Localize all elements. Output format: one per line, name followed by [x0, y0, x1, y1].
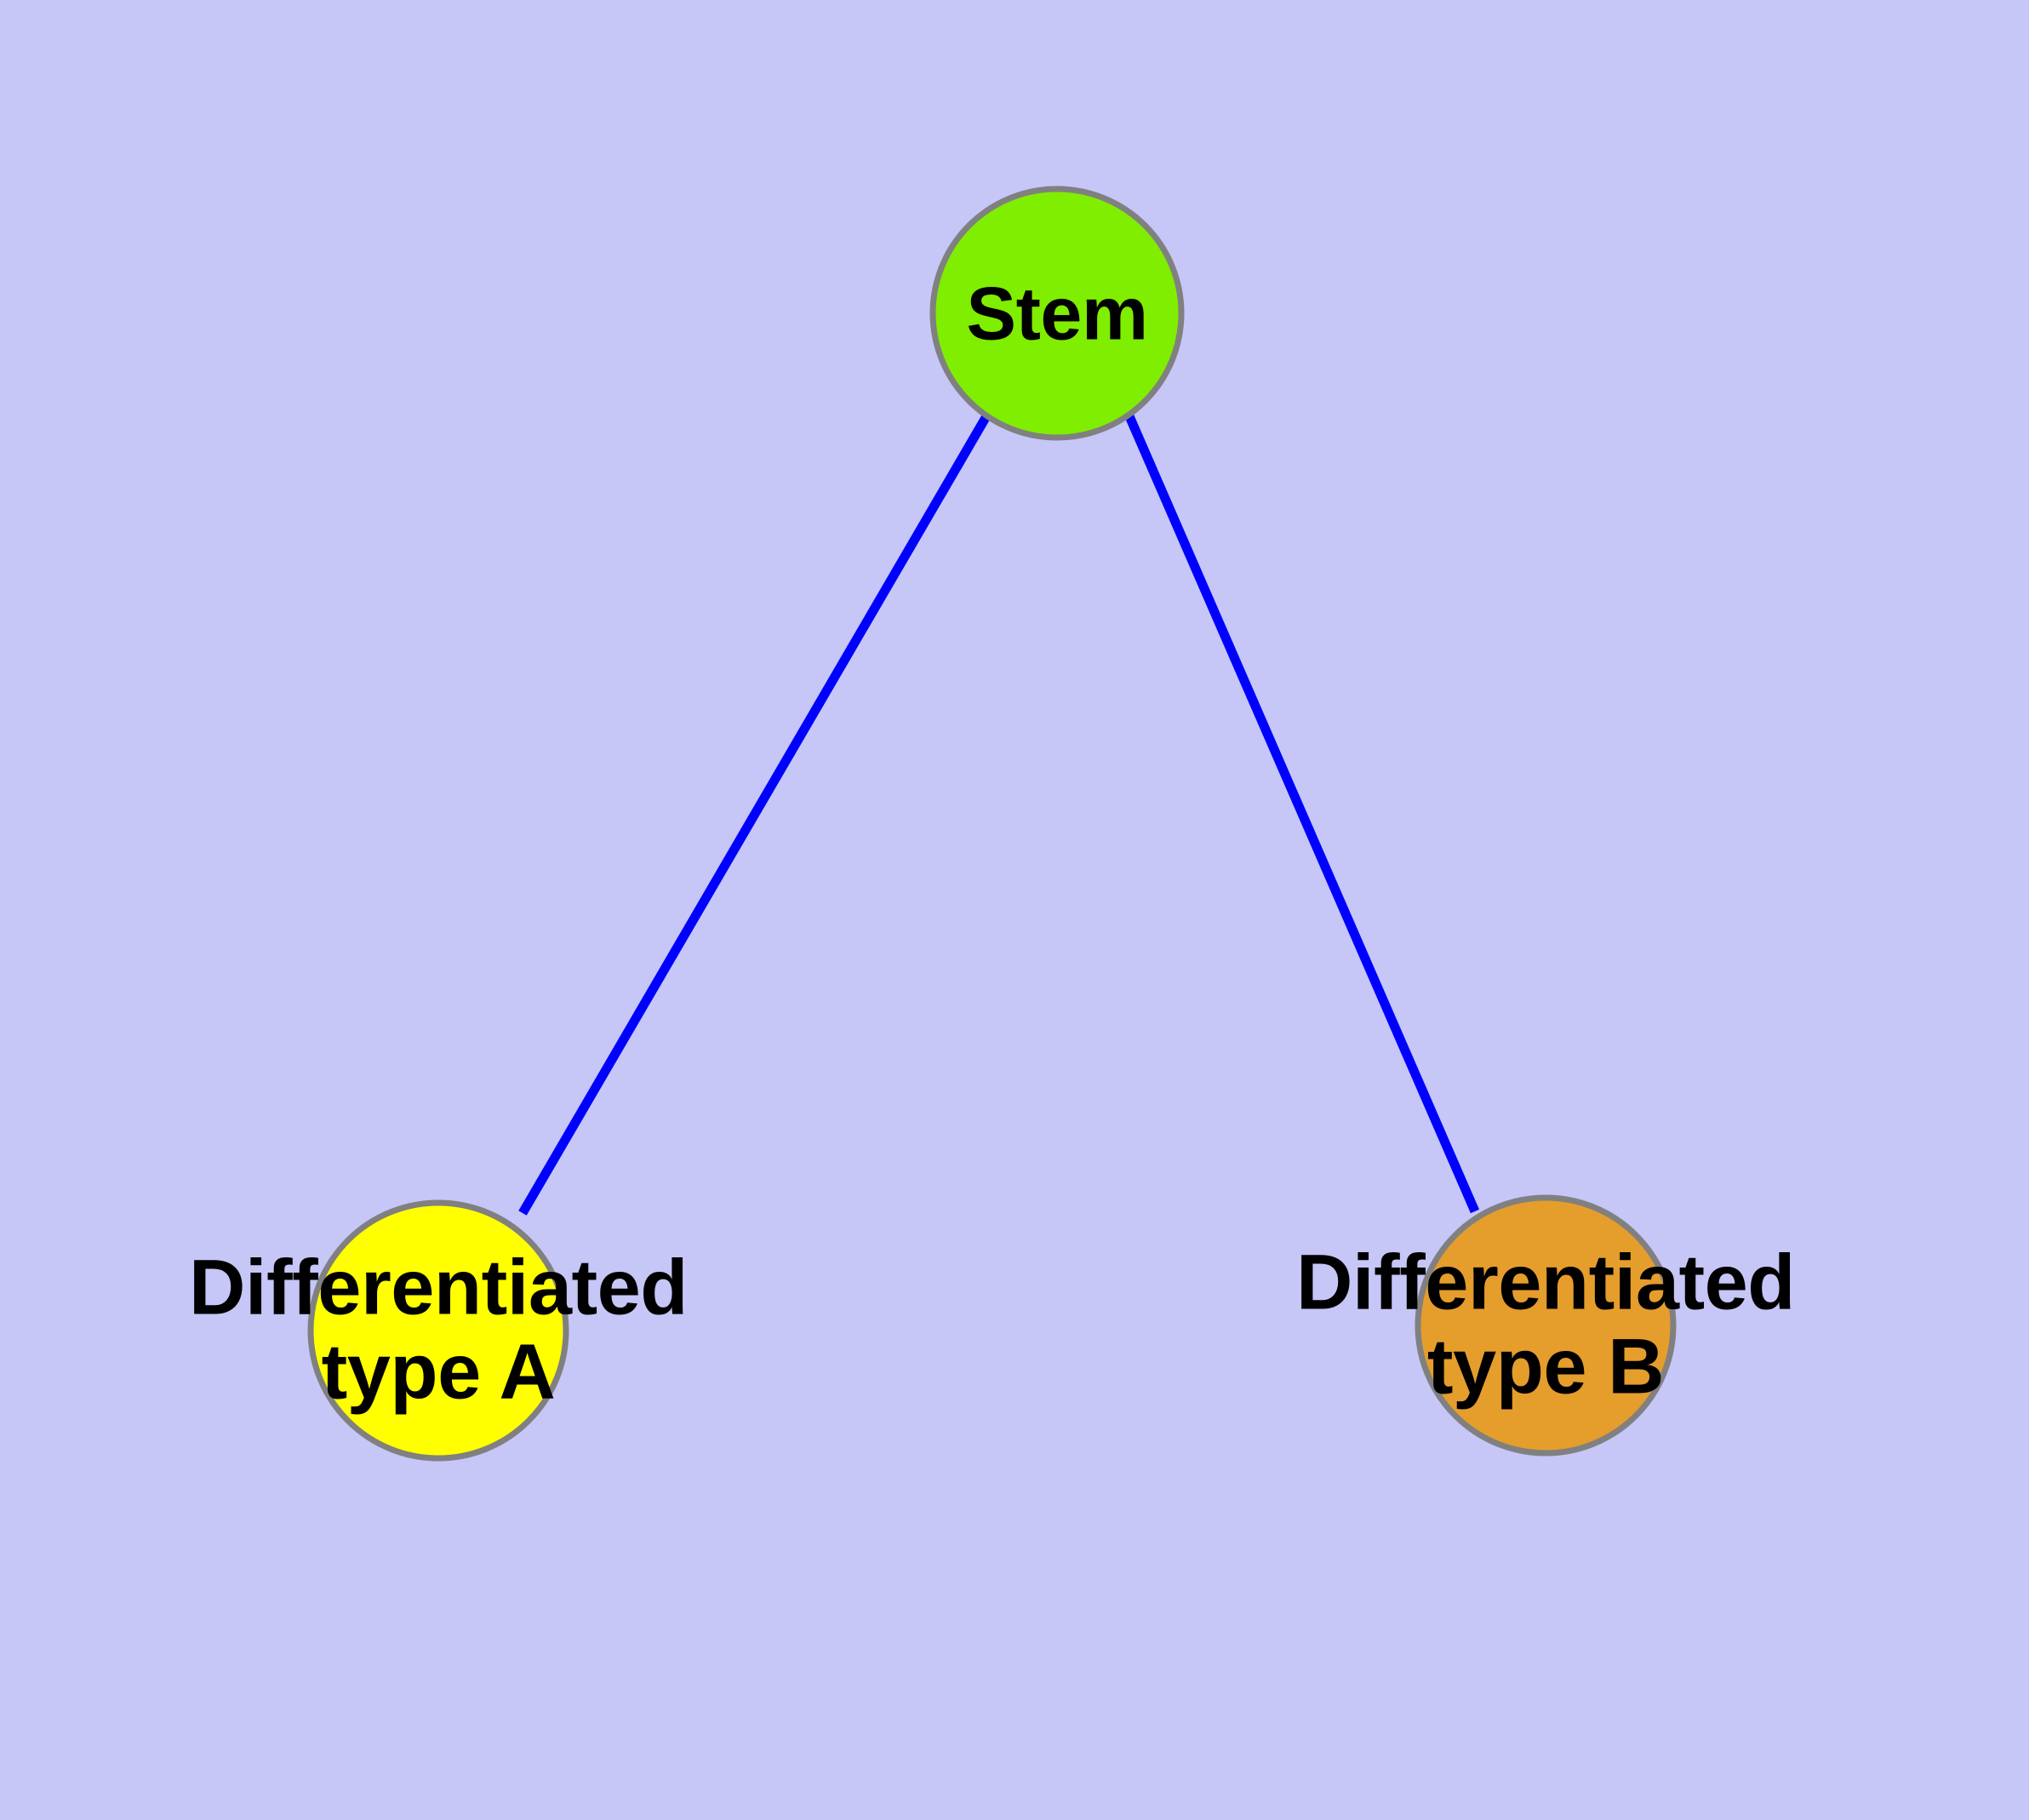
node-layer [307, 186, 1677, 1462]
edge-stem-to-differentiated-type-b[interactable] [1124, 414, 1480, 1214]
node-circle-differentiated-type-a[interactable] [307, 1199, 569, 1462]
node-circle-differentiated-type-b[interactable] [1415, 1194, 1677, 1457]
edge-stem-to-differentiated-type-a[interactable] [518, 414, 991, 1216]
node-circle-stem[interactable] [929, 186, 1185, 441]
edge-layer [518, 414, 1480, 1216]
